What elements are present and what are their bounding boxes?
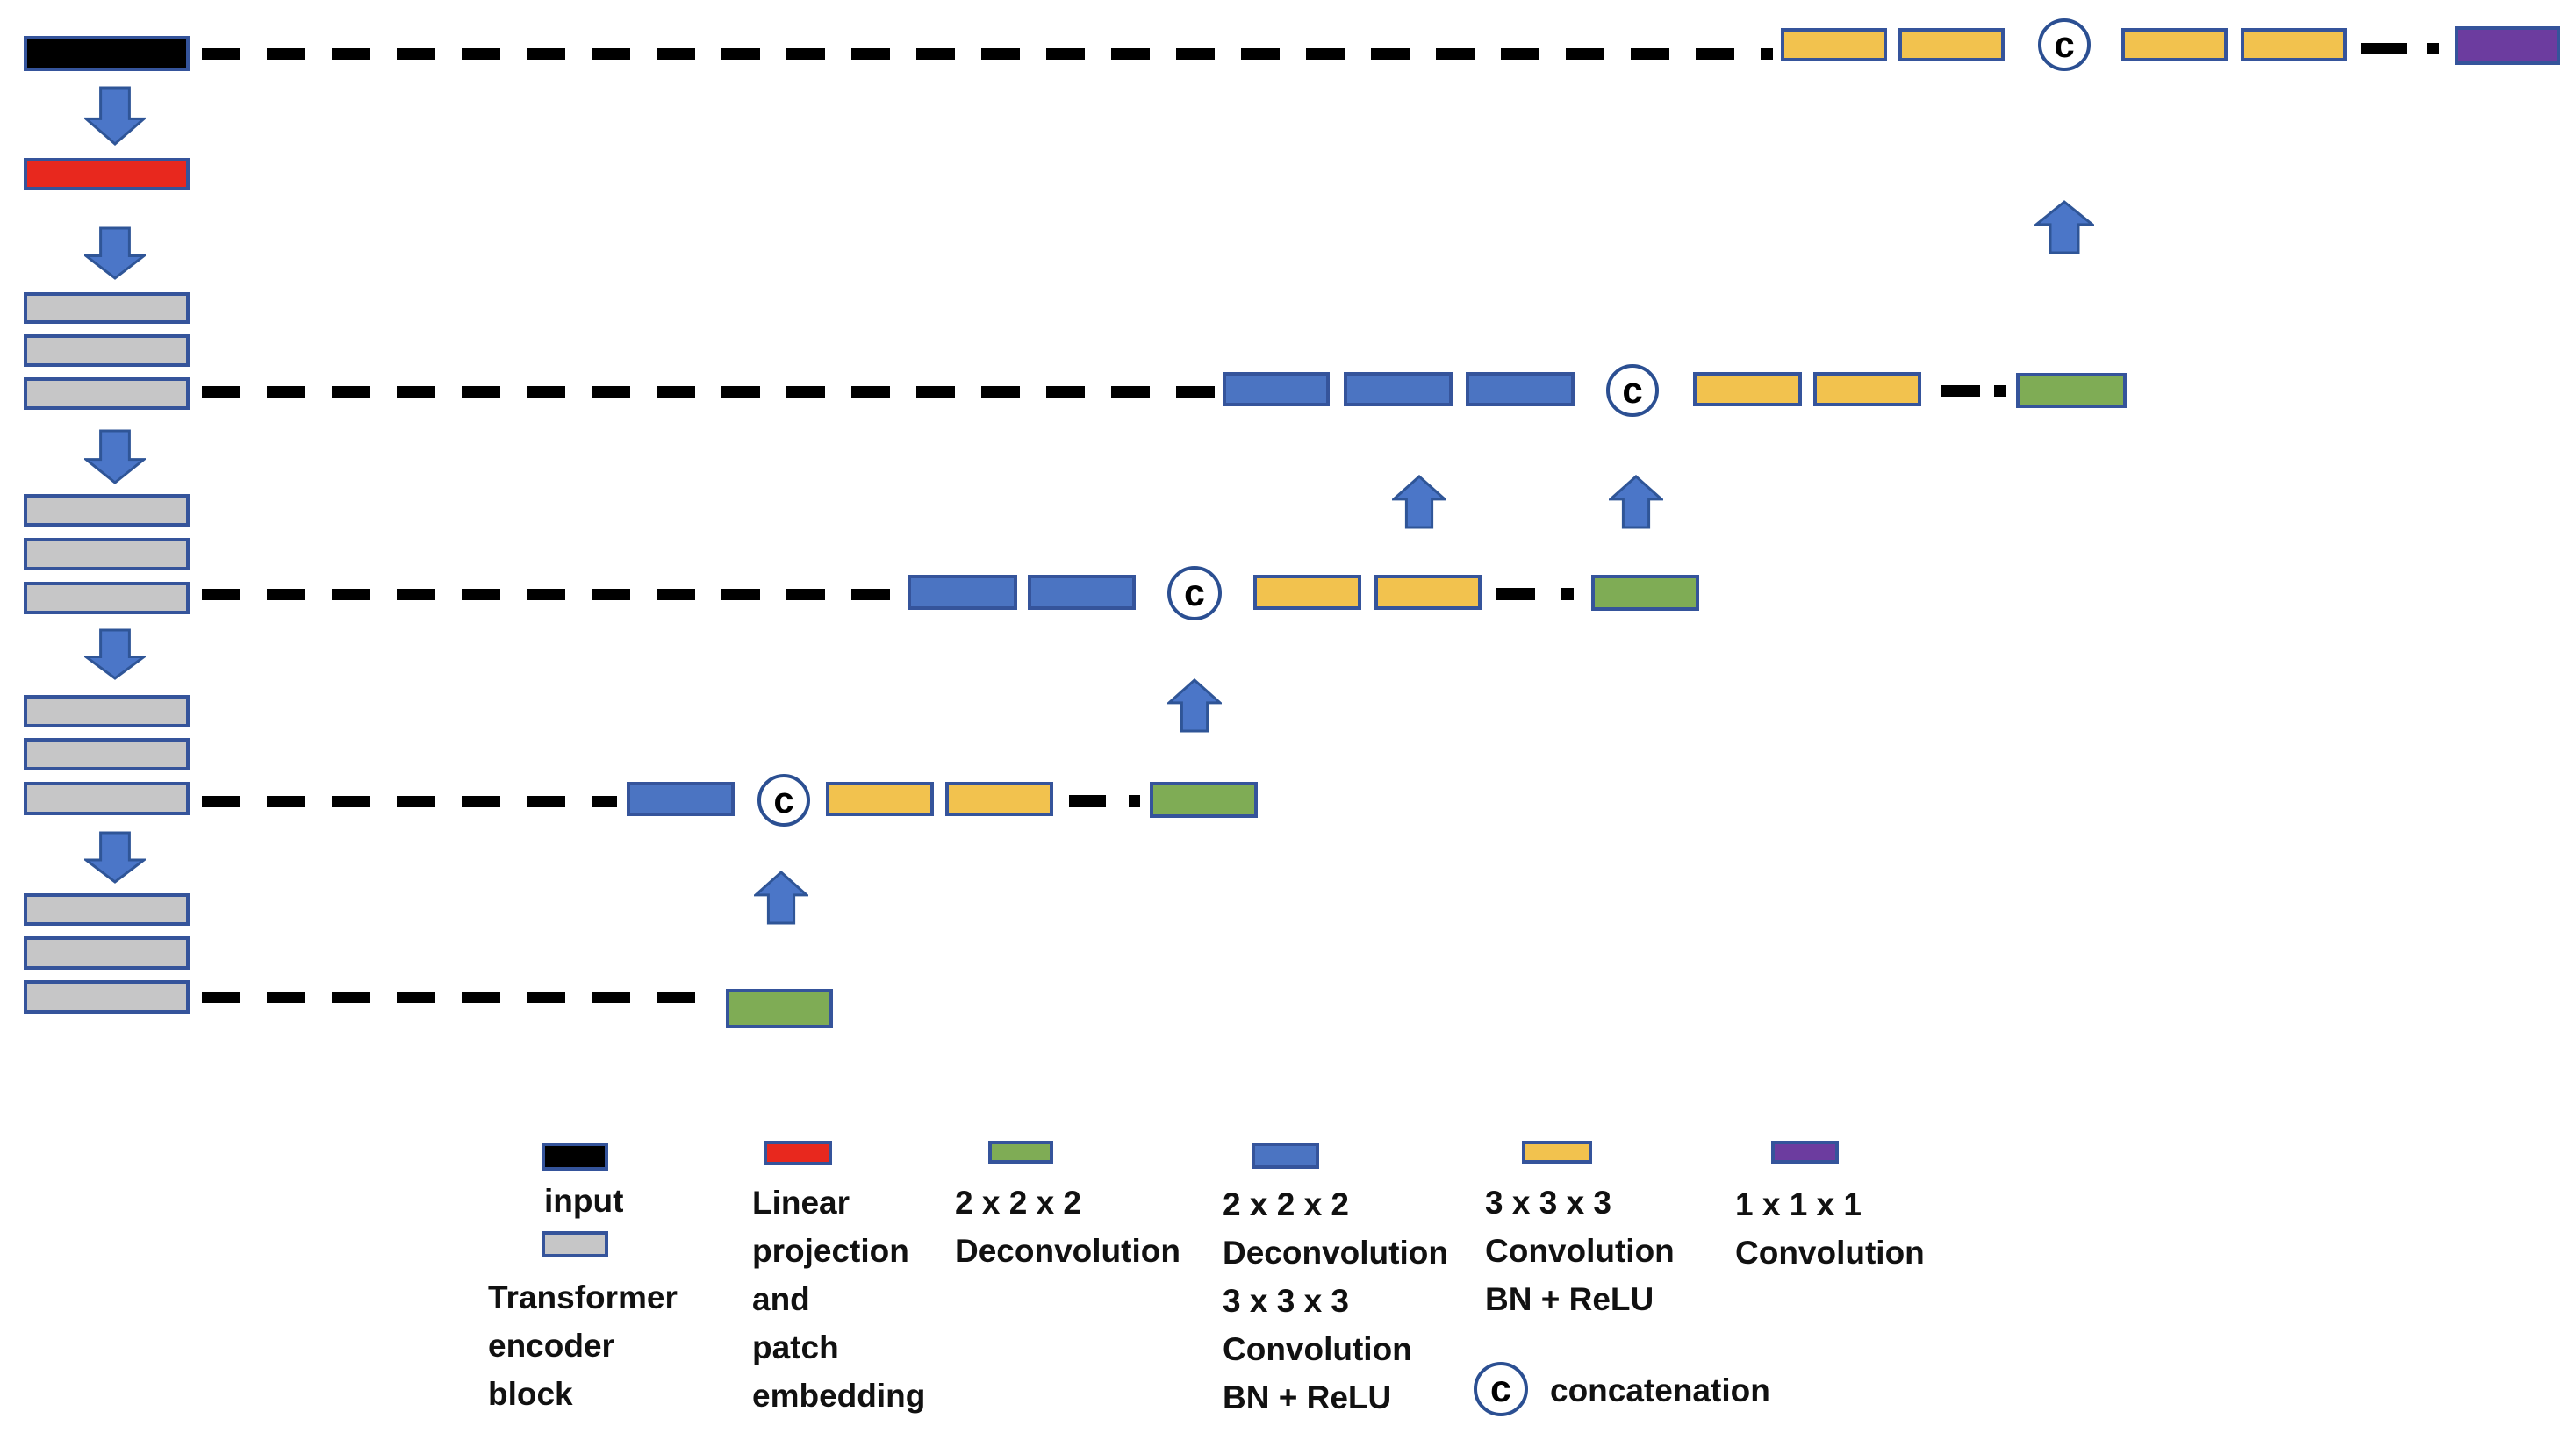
skip-connection-3 bbox=[202, 589, 900, 600]
legend-convolution-1x1x1-label: 1 x 1 x 1 bbox=[1735, 1186, 1862, 1222]
legend-linear-projection-patch-embedding-label: embedding bbox=[752, 1378, 926, 1414]
legend-input-label: input bbox=[544, 1183, 624, 1219]
skip-connection-4 bbox=[202, 796, 617, 807]
encoder-block-9 bbox=[24, 782, 190, 815]
dash-r1 bbox=[2361, 43, 2407, 54]
encoder-block-8 bbox=[24, 738, 190, 770]
up-arrow-r2-left-icon bbox=[1392, 475, 1446, 529]
legend-deconvolution-convolution-label: 3 x 3 x 3 bbox=[1223, 1283, 1350, 1319]
up-arrow-r1-icon bbox=[2034, 200, 2094, 254]
conv-block-r1-4 bbox=[2241, 28, 2347, 61]
legend-transformer-encoder-block-label: block bbox=[488, 1376, 573, 1412]
legend-deconvolution-convolution-swatch bbox=[1252, 1143, 1319, 1169]
input-box bbox=[24, 36, 190, 71]
deconv-conv-r4-1 bbox=[627, 782, 735, 816]
dot-r2 bbox=[1994, 385, 2006, 397]
legend-deconvolution-convolution-label: Deconvolution bbox=[1223, 1235, 1448, 1271]
skip-connection-1 bbox=[202, 48, 1773, 60]
legend-transformer-encoder-block-label: encoder bbox=[488, 1328, 614, 1364]
output-conv-box bbox=[2455, 26, 2560, 65]
legend-linear-projection-patch-embedding-label: patch bbox=[752, 1329, 839, 1365]
encoder-block-6 bbox=[24, 582, 190, 614]
concat-symbol: c bbox=[1184, 571, 1205, 614]
bottleneck-connection bbox=[202, 992, 716, 1003]
legend-convolution-3x3x3-swatch bbox=[1522, 1141, 1592, 1164]
legend-deconvolution-convolution-label: BN + ReLU bbox=[1223, 1379, 1392, 1415]
concat-symbol: c bbox=[1622, 369, 1643, 411]
conv-block-r4-1 bbox=[826, 782, 934, 816]
encoder-block-3 bbox=[24, 377, 190, 410]
legend-linear-projection-patch-embedding-label: projection bbox=[752, 1233, 909, 1269]
legend-convolution-1x1x1-swatch bbox=[1771, 1141, 1839, 1164]
down-arrow-4-icon bbox=[84, 628, 146, 680]
legend-linear-projection-patch-embedding-label: Linear bbox=[752, 1185, 850, 1221]
deconv-box-bottleneck bbox=[726, 989, 833, 1028]
encoder-block-7 bbox=[24, 695, 190, 727]
dash-r3 bbox=[1496, 588, 1535, 600]
conv-block-r2-2 bbox=[1813, 372, 1921, 406]
encoder-block-4 bbox=[24, 494, 190, 527]
deconv-conv-r3-1 bbox=[908, 575, 1017, 610]
encoder-block-12 bbox=[24, 980, 190, 1014]
legend-transformer-encoder-block-label: Transformer bbox=[488, 1279, 678, 1315]
conv-block-r3-2 bbox=[1374, 575, 1482, 610]
dot-r3 bbox=[1561, 588, 1574, 600]
legend-deconvolution-2x2x2-label: 2 x 2 x 2 bbox=[955, 1185, 1082, 1221]
legend-deconvolution-convolution-label: Convolution bbox=[1223, 1331, 1412, 1367]
legend-concatenation-label: concatenation bbox=[1550, 1372, 1770, 1408]
conv-block-r4-2 bbox=[945, 782, 1053, 816]
deconv-box-r4 bbox=[1150, 782, 1258, 818]
down-arrow-2-icon bbox=[84, 226, 146, 280]
legend-deconvolution-2x2x2-swatch bbox=[988, 1141, 1053, 1164]
legend-transformer-encoder-block-swatch bbox=[542, 1231, 608, 1257]
dash-r2 bbox=[1941, 385, 1980, 397]
concat-node-r4: c bbox=[757, 774, 810, 827]
down-arrow-5-icon bbox=[84, 831, 146, 884]
legend-deconvolution-2x2x2-label: Deconvolution bbox=[955, 1233, 1180, 1269]
conv-block-r2-1 bbox=[1693, 372, 1802, 406]
conv-block-r1-2 bbox=[1898, 28, 2005, 61]
concat-symbol: c bbox=[2054, 24, 2075, 65]
concat-symbol: c bbox=[773, 779, 794, 820]
legend-deconvolution-convolution-label: 2 x 2 x 2 bbox=[1223, 1186, 1350, 1222]
legend-linear-projection-patch-embedding-label: and bbox=[752, 1281, 810, 1317]
legend-convolution-3x3x3-label: 3 x 3 x 3 bbox=[1485, 1185, 1612, 1221]
deconv-box-r2 bbox=[2016, 373, 2127, 408]
concat-node-r1: c bbox=[2038, 18, 2091, 71]
encoder-block-10 bbox=[24, 893, 190, 926]
skip-connection-2 bbox=[202, 386, 1216, 398]
dot-r4 bbox=[1129, 795, 1140, 807]
concat-symbol: c bbox=[1490, 1367, 1511, 1410]
up-arrow-r4-icon bbox=[754, 871, 808, 925]
deconv-conv-r3-2 bbox=[1028, 575, 1136, 610]
encoder-block-11 bbox=[24, 936, 190, 970]
conv-block-r1-3 bbox=[2121, 28, 2228, 61]
down-arrow-3-icon bbox=[84, 429, 146, 484]
down-arrow-1-icon bbox=[84, 86, 146, 146]
conv-block-r1-1 bbox=[1781, 28, 1887, 61]
up-arrow-r3-icon bbox=[1167, 678, 1222, 733]
legend-convolution-3x3x3-label: Convolution bbox=[1485, 1233, 1675, 1269]
legend-linear-projection-patch-embedding-swatch bbox=[764, 1141, 832, 1165]
encoder-block-2 bbox=[24, 334, 190, 367]
conv-block-r3-1 bbox=[1253, 575, 1361, 610]
legend-convolution-1x1x1-label: Convolution bbox=[1735, 1235, 1925, 1271]
deconv-box-r3 bbox=[1591, 575, 1699, 611]
deconv-conv-r2-3 bbox=[1466, 372, 1575, 406]
deconv-conv-r2-1 bbox=[1223, 372, 1330, 406]
concat-node-r3: c bbox=[1167, 566, 1222, 620]
encoder-block-1 bbox=[24, 292, 190, 324]
encoder-block-5 bbox=[24, 538, 190, 570]
dot-r1 bbox=[2427, 43, 2439, 54]
legend-concatenation-symbol: c bbox=[1474, 1362, 1528, 1416]
deconv-conv-r2-2 bbox=[1344, 372, 1453, 406]
up-arrow-r2-right-icon bbox=[1609, 475, 1663, 529]
legend-convolution-3x3x3-label: BN + ReLU bbox=[1485, 1281, 1654, 1317]
patch-embedding-box bbox=[24, 158, 190, 190]
legend-input-swatch bbox=[542, 1143, 608, 1171]
dash-r4 bbox=[1069, 795, 1106, 807]
concat-node-r2: c bbox=[1606, 364, 1659, 417]
